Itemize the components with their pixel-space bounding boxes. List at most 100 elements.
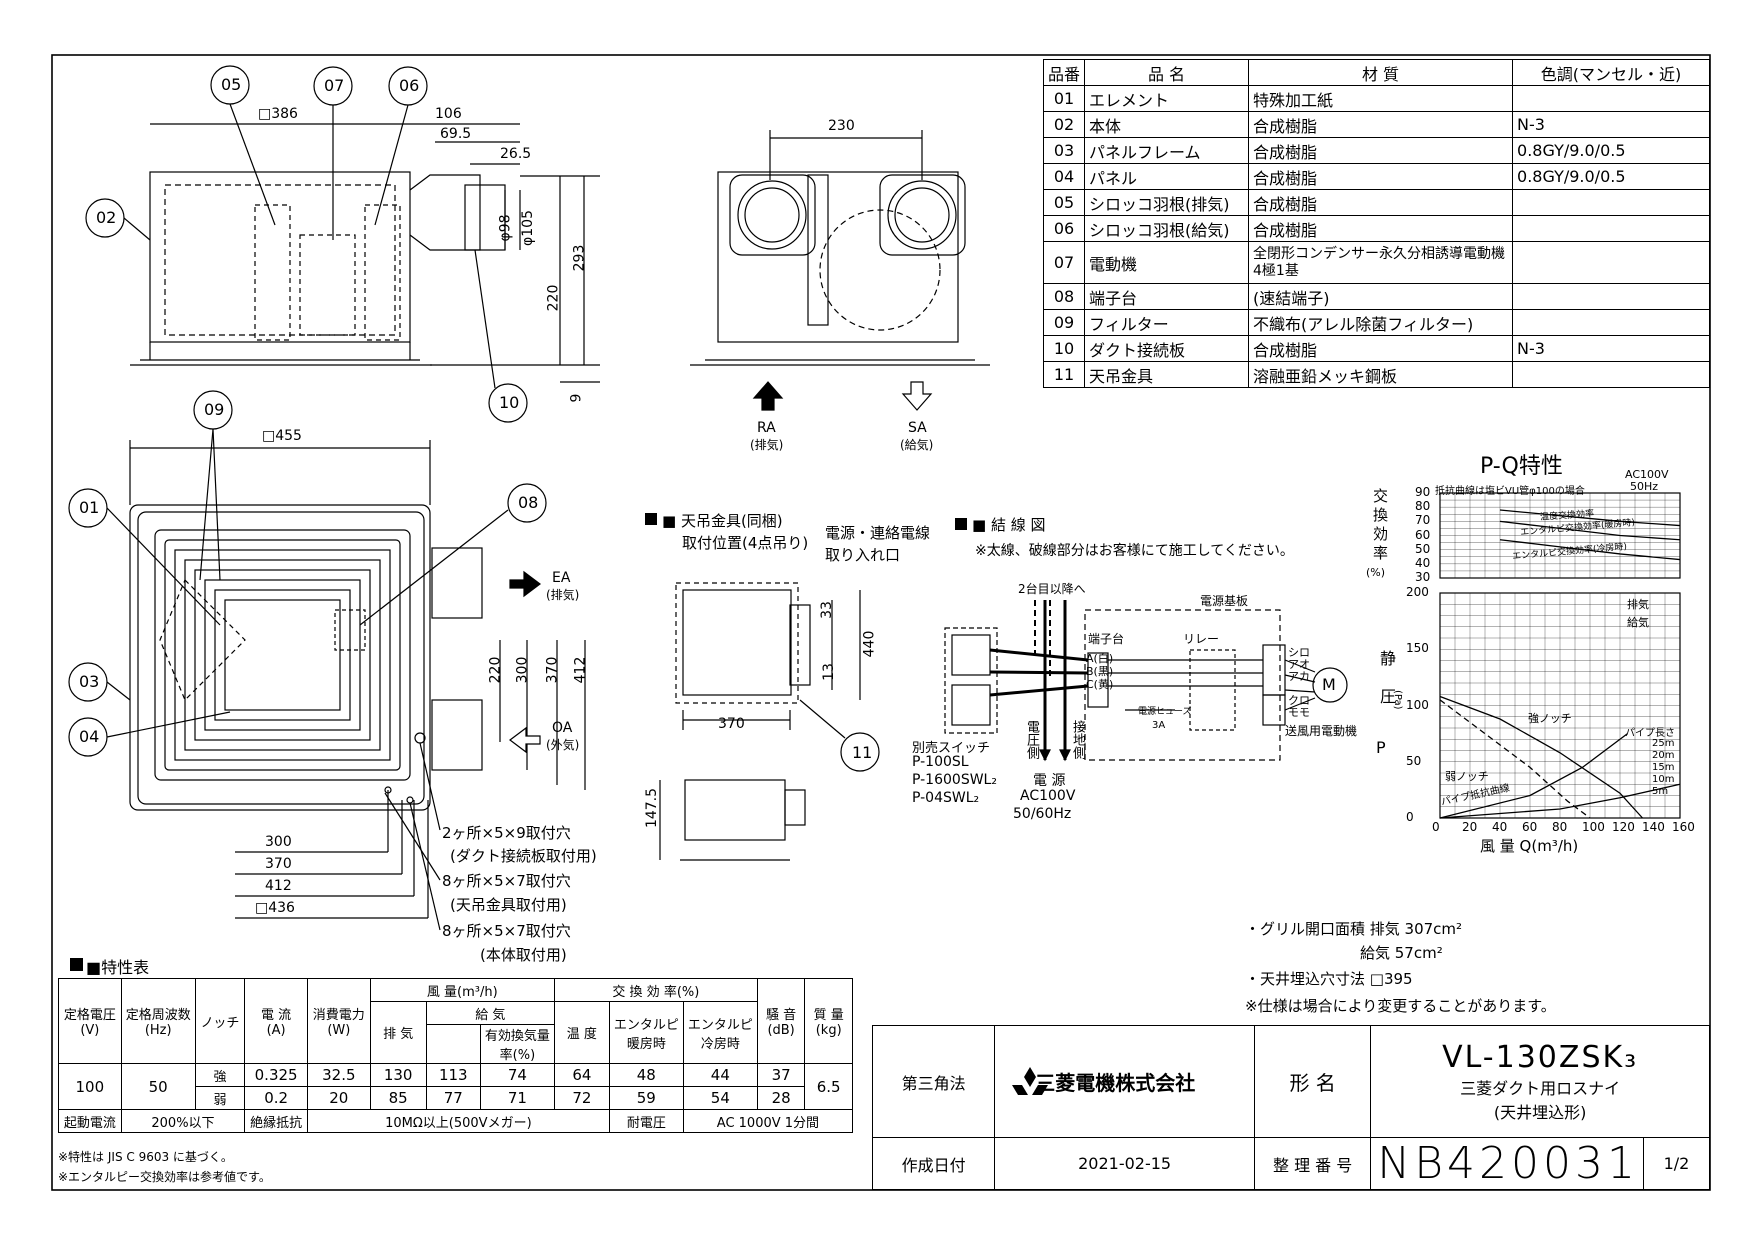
parts-cell: 11 <box>1042 361 1086 388</box>
h-eff-sup: 有効換気量 <box>484 1029 550 1044</box>
board-label: 電源基板 <box>1200 594 1249 608</box>
h-voltage-u: (V) <box>80 1023 100 1038</box>
h-sup: 給 気 <box>425 1001 555 1025</box>
company: 三菱電機株式会社 <box>994 1025 1255 1138</box>
parts-header: 品 名 <box>1084 59 1250 86</box>
pq-grid <box>1439 492 1681 819</box>
parts-cell: パネルフレーム <box>1084 137 1250 164</box>
name1: 三菱ダクト用ロスナイ <box>1460 1079 1621 1098</box>
parts-cell: 合成樹脂 <box>1248 335 1514 362</box>
dim-13: 13 <box>820 663 837 681</box>
parts-cell <box>1512 85 1710 112</box>
parts-cell: 03 <box>1042 137 1086 164</box>
parts-cell: 合成樹脂 <box>1248 137 1514 164</box>
spec-ec: 54 <box>682 1086 758 1110</box>
h-noise: 騒 音 <box>766 1008 797 1023</box>
callout-09: 09 <box>204 400 225 419</box>
h-eff-sup2: 率(%) <box>499 1048 536 1063</box>
dim-436: □436 <box>255 900 295 916</box>
parts-cell <box>1512 361 1710 388</box>
oa-sub: (外気) <box>546 738 580 752</box>
callout-11: 11 <box>852 743 873 762</box>
h-temp: 温 度 <box>553 1001 610 1064</box>
parts-cell <box>1512 309 1710 336</box>
callout-10: 10 <box>499 393 520 412</box>
doc-number: NB420031 <box>1370 1137 1644 1190</box>
callout-04: 04 <box>79 727 100 746</box>
change-note: ※仕様は場合により変更することがあります。 <box>1245 997 1556 1015</box>
pipe-length-label: 15m <box>1652 762 1675 773</box>
parts-cell: ダクト接続板 <box>1084 335 1250 362</box>
pq-curve-strong: 強ノッチ <box>1528 712 1572 725</box>
h-freq-u: (Hz) <box>144 1023 172 1038</box>
terminal-label: 端子台 <box>1088 632 1125 646</box>
h-enth-h: エンタルピ <box>613 1017 679 1033</box>
switch-2: P-1600SWL₂ <box>912 772 997 788</box>
start-val: 200%以下 <box>120 1109 246 1133</box>
parts-cell: 06 <box>1042 215 1086 242</box>
spec-current: 0.325 <box>244 1063 308 1087</box>
tick-label: 70 <box>1415 513 1431 528</box>
motor-label: 送風用電動機 <box>1285 724 1358 738</box>
h-mass-u: (kg) <box>815 1023 842 1038</box>
parts-cell: 合成樹脂 <box>1248 215 1514 242</box>
parts-cell: フィルター <box>1084 309 1250 336</box>
dim-412v: 412 <box>572 656 589 684</box>
pq-sp-p: P <box>1376 738 1386 757</box>
dim-147-5: 147.5 <box>644 787 661 829</box>
ea-label: EA <box>552 570 571 586</box>
pq-sp-label: 静圧 <box>1377 650 1396 726</box>
spec-power: 32.5 <box>306 1063 371 1087</box>
pq-sp-unit: (Pa) <box>1392 690 1403 710</box>
grille-note2: 給気 57cm² <box>1360 944 1443 962</box>
tick-label: 30 <box>1415 570 1431 584</box>
hanger-title2: 取付位置(4点吊り) <box>682 534 809 552</box>
parts-cell: エレメント <box>1084 85 1250 112</box>
h-notch: ノッチ <box>194 978 246 1064</box>
name2: (天井埋込形) <box>1493 1103 1587 1122</box>
tick-label: 200 <box>1406 585 1429 599</box>
callout-03: 03 <box>79 672 100 691</box>
dim-33: 33 <box>818 601 835 619</box>
dim-9: 9 <box>568 393 585 403</box>
parts-cell: 天吊金具 <box>1084 361 1250 388</box>
pipe-length-label: 10m <box>1652 774 1675 785</box>
series-line <box>1499 509 1681 527</box>
spec-notch: 弱 <box>194 1086 246 1110</box>
wv-val: AC 1000V 1分間 <box>682 1109 854 1133</box>
ra-label: RA <box>757 420 776 436</box>
ceiling-note: ・天井埋込穴寸法 □395 <box>1245 970 1413 988</box>
tick-label: 90 <box>1415 485 1431 499</box>
parts-cell: N-3 <box>1512 111 1710 138</box>
spec-current: 0.2 <box>244 1086 308 1110</box>
model-label: 形 名 <box>1253 1025 1372 1138</box>
spec-noise: 28 <box>756 1086 806 1110</box>
dim-300v: 300 <box>514 656 531 684</box>
parts-cell: 溶融亜鉛メッキ鋼板 <box>1248 361 1514 388</box>
pq-eff-label: 交換効率 <box>1371 488 1389 564</box>
series-line <box>1499 539 1681 561</box>
parts-cell <box>1512 215 1710 242</box>
parts-cell: 07 <box>1042 241 1086 284</box>
parts-cell: 0.8GY/9.0/0.5 <box>1512 163 1710 190</box>
dim-106: 106 <box>435 106 462 122</box>
series-line <box>1439 733 1628 819</box>
fuse-label: 電源ヒューズ <box>1138 707 1192 717</box>
h-enth-h2: 暖房時 <box>626 1036 666 1052</box>
spec-title: ■特性表 <box>86 958 150 977</box>
power-note2: 取り入れ口 <box>825 546 901 564</box>
hole-note-3b: (本体取付用) <box>480 946 567 964</box>
parts-cell: 電動機 <box>1084 241 1250 284</box>
spec-eff: 74 <box>479 1063 555 1087</box>
pq-supply: AC100V <box>1625 468 1669 481</box>
wire-4: クロ <box>1288 694 1310 707</box>
h-exch: 交 換 効 率(%) <box>553 978 758 1002</box>
dim-440: 440 <box>861 630 878 658</box>
spec-notch: 強 <box>194 1063 246 1087</box>
dim-220: 220 <box>545 284 562 312</box>
